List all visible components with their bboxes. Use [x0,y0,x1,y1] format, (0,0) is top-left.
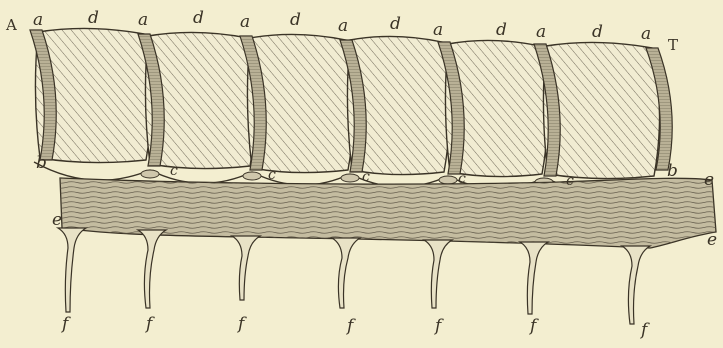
membrane-attachment-2 [243,172,261,180]
label-d-6: d [592,24,603,41]
label-d-4: d [390,16,401,33]
label-f-3: f [238,316,244,333]
label-a-6: a [536,24,546,41]
label-d-5: d [496,22,507,39]
label-f-5: f [435,318,441,335]
label-f-4: f [347,318,353,335]
label-b-right: b [667,163,678,180]
label-d-3: d [290,12,301,29]
label-e-right-lower: e [707,232,717,249]
label-a-1: a [33,12,43,29]
label-f-2: f [146,316,152,333]
label-a-2: a [138,12,148,29]
label-c-2: c [268,168,276,182]
membrane-attachment-4 [439,176,457,184]
label-a-5: a [433,22,443,39]
label-c-5: c [566,174,574,188]
label-c-3: c [362,170,370,184]
label-a-7: a [641,26,651,43]
label-f-7: f [641,322,647,339]
label-c-4: c [458,172,466,186]
label-e-left: e [52,212,62,229]
process-f-3 [232,236,260,300]
process-f-4 [332,238,360,308]
process-f-1 [58,228,86,312]
membrane-attachment-3 [341,174,359,182]
label-d-2: d [193,10,204,27]
segment-hatching-6 [543,42,659,178]
process-f-2 [138,230,166,308]
membrane-attachment-1 [141,170,159,178]
label-a-4: a [338,18,348,35]
label-f-6: f [530,318,536,335]
process-f-5 [424,240,452,308]
label-f-1: f [62,316,68,333]
process-f-7 [622,246,650,324]
label-b-left: b [36,155,47,172]
muscle-segments [30,28,672,178]
label-e-right-upper: e [704,172,714,189]
label-T: T [668,38,678,53]
label-c-1: c [170,164,178,178]
process-f-6 [520,242,548,314]
label-d-1: d [88,10,99,27]
label-a-3: a [240,14,250,31]
label-A: A [6,18,17,33]
